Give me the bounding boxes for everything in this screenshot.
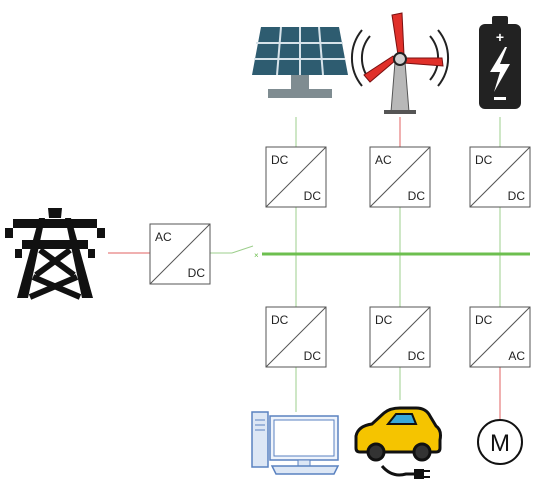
breaker-switch — [231, 245, 254, 254]
converter-solar-bottom: DC — [304, 189, 322, 203]
converter-pc: DC DC — [265, 306, 327, 368]
battery-icon: + — [479, 16, 521, 109]
converter-pc-bottom: DC — [304, 349, 322, 363]
wind-turbine-icon — [351, 12, 449, 114]
converter-grid-top: AC — [155, 230, 172, 244]
motor-icon: M — [477, 419, 523, 465]
converter-ev-bottom: DC — [408, 349, 426, 363]
motor-label: M — [490, 430, 510, 457]
converter-wind-top: AC — [375, 153, 392, 167]
converter-battery: DC DC — [469, 146, 531, 208]
converter-battery-top: DC — [475, 153, 493, 167]
converter-solar-top: DC — [271, 153, 289, 167]
converter-motor-bottom: AC — [508, 349, 525, 363]
converter-solar: DC DC — [265, 146, 327, 208]
converter-ev-top: DC — [375, 313, 393, 327]
converter-grid: AC DC — [149, 223, 211, 285]
computer-icon — [251, 411, 340, 475]
connection-lines: × — [108, 117, 530, 420]
converter-wind-bottom: DC — [408, 189, 426, 203]
converter-grid-bottom: DC — [188, 266, 206, 280]
converter-motor-top: DC — [475, 313, 493, 327]
electric-car-icon — [354, 406, 442, 479]
converter-wind: AC DC — [369, 146, 431, 208]
breaker-cross: × — [254, 251, 259, 260]
converter-motor: DC AC — [469, 306, 531, 368]
solar-panel-icon — [252, 26, 348, 98]
converter-ev: DC DC — [369, 306, 431, 368]
converter-pc-top: DC — [271, 313, 289, 327]
transmission-tower-icon — [5, 208, 105, 300]
converter-battery-bottom: DC — [508, 189, 526, 203]
svg-text:+: + — [496, 29, 504, 45]
